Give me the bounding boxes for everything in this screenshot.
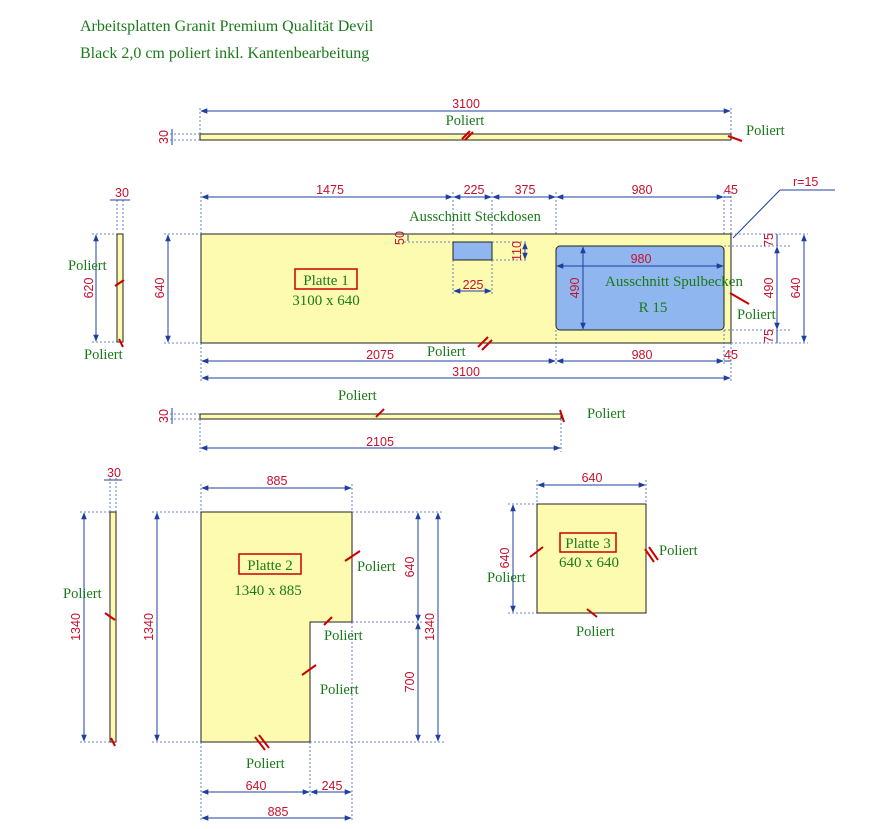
dim-mid-thickness: 30 — [157, 409, 171, 423]
dim-p2-bottom-a: 640 — [246, 779, 267, 793]
title-line-2: Black 2,0 cm poliert inkl. Kantenbearbei… — [80, 45, 370, 62]
label-poliert: Poliert — [576, 624, 615, 640]
dim-mid-length: 2105 — [366, 435, 394, 449]
dim-socket-width: 225 — [463, 278, 484, 292]
dim-p2-bottom-total: 885 — [268, 805, 289, 819]
strip-middle — [199, 413, 562, 420]
plate-3: 640 640 Platte 3 640 x 640 Poliert Polie… — [487, 471, 698, 640]
label-poliert: Poliert — [357, 559, 396, 575]
dim-p1-bottom-a: 2075 — [366, 348, 394, 362]
label-steckdosen: Ausschnitt Steckdosen — [409, 209, 541, 225]
dim-socket-offset: 50 — [393, 231, 407, 245]
label-poliert: Poliert — [68, 258, 107, 274]
top-edge-strip: 3100 30 Poliert Poliert — [157, 97, 785, 145]
dim-p1-r75-top: 75 — [762, 233, 776, 247]
label-poliert: Poliert — [487, 570, 526, 586]
plate-3-size: 640 x 640 — [559, 555, 619, 571]
plate-1-label-box — [294, 268, 358, 290]
label-r15: R 15 — [639, 300, 668, 316]
dim-p2-right-upper: 640 — [403, 557, 417, 578]
plate-2-label-box — [238, 553, 302, 575]
label-poliert: Poliert — [338, 388, 377, 404]
dim-side2-length: 1340 — [69, 613, 83, 641]
dim-p2-right-lower: 700 — [403, 672, 417, 693]
plate-3-label-box — [559, 532, 617, 553]
dim-top-thickness: 30 — [157, 130, 171, 144]
label-poliert: Poliert — [427, 344, 466, 360]
dim-p1-r75-bottom: 75 — [762, 329, 776, 343]
dim-p1-right-490: 490 — [762, 278, 776, 299]
middle-edge-strip: 30 Poliert Poliert 2105 — [157, 388, 626, 452]
dim-p1-d: 980 — [632, 183, 653, 197]
plate-1-size: 3100 x 640 — [292, 293, 360, 309]
dim-p3-left: 640 — [498, 548, 512, 569]
dim-top-length: 3100 — [452, 97, 480, 111]
dim-p1-e: 45 — [724, 183, 738, 197]
dim-p2-left: 1340 — [142, 613, 156, 641]
dim-p2-top: 885 — [267, 474, 288, 488]
plate-2-name: Platte 2 — [247, 558, 292, 574]
socket-cutout — [452, 241, 493, 261]
dim-p1-height-right: 640 — [789, 278, 803, 299]
plate-2: 885 Platte 2 1340 x 885 1340 640 700 134… — [142, 474, 444, 822]
side-strip-1: 30 620 Poliert Poliert — [68, 186, 130, 363]
dim-p1-b: 225 — [464, 183, 485, 197]
label-poliert: Poliert — [737, 307, 776, 323]
label-poliert: Poliert — [659, 543, 698, 559]
plate-3-name: Platte 3 — [565, 536, 610, 552]
label-poliert: Poliert — [446, 113, 485, 129]
dim-socket-height: 110 — [510, 241, 524, 261]
label-poliert: Poliert — [324, 628, 363, 644]
side-strip-2: 30 1340 Poliert — [63, 466, 122, 747]
label-spulbecken: Ausschnitt Spulbecken — [605, 274, 743, 290]
label-poliert: Poliert — [84, 347, 123, 363]
dim-sink-height: 490 — [568, 278, 582, 299]
dim-p2-right-total: 1340 — [423, 613, 437, 641]
label-radius: r=15 — [793, 175, 818, 189]
plate-1-name: Platte 1 — [303, 273, 348, 289]
label-poliert: Poliert — [320, 682, 359, 698]
label-poliert: Poliert — [746, 123, 785, 139]
plate-2-body — [200, 511, 353, 743]
dim-p3-top: 640 — [582, 471, 603, 485]
dim-side2-thickness: 30 — [107, 466, 121, 480]
dim-side1-length: 620 — [82, 278, 96, 299]
dim-sink-width: 980 — [631, 252, 652, 266]
plate-1: 1475 225 375 980 45 Ausschnitt Steckdose… — [153, 175, 835, 382]
dim-p1-height: 640 — [153, 278, 167, 299]
dim-p1-a: 1475 — [316, 183, 344, 197]
label-poliert: Poliert — [63, 586, 102, 602]
dim-p2-bottom-b: 245 — [322, 779, 343, 793]
dim-p1-bottom-b: 980 — [632, 348, 653, 362]
plate-3-body — [536, 503, 647, 614]
title-line-1: Arbeitsplatten Granit Premium Qualität D… — [80, 18, 374, 35]
dim-p1-c: 375 — [515, 183, 536, 197]
plate-2-size: 1340 x 885 — [234, 583, 302, 599]
dim-p1-bottom-c: 45 — [724, 348, 738, 362]
strip-side-1 — [116, 233, 124, 343]
dim-p1-total: 3100 — [452, 365, 480, 379]
label-poliert: Poliert — [246, 756, 285, 772]
label-poliert: Poliert — [587, 406, 626, 422]
dim-side1-thickness: 30 — [115, 186, 129, 200]
strip-side-2 — [109, 511, 117, 743]
